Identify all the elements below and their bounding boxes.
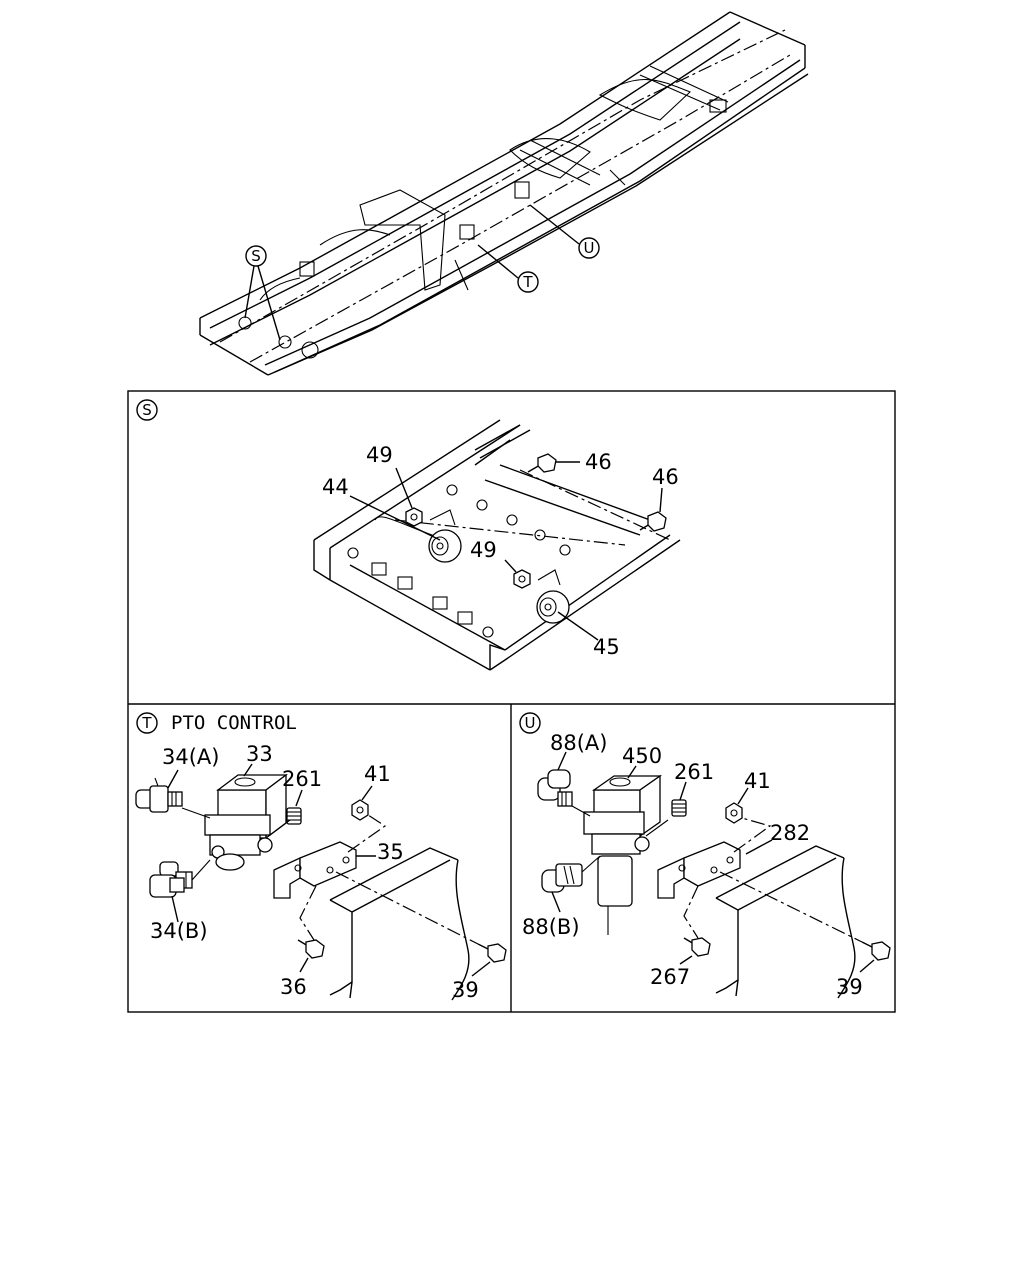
part-label-41-t: 41 [364,762,391,786]
solenoid-valve-33 [204,773,288,871]
panel-s-marker [136,399,158,421]
part-label-261-u: 261 [674,760,714,784]
straight-fitting-88b [541,855,601,893]
callout-t-overview: T [477,244,539,293]
part-label-49-lower: 49 [470,538,497,562]
nut-41-u [725,802,743,824]
panel-t-letter: T [141,714,152,732]
frame-rail-s [313,419,681,671]
part-label-49-upper: 49 [366,443,393,467]
callout-u-overview: U [529,204,600,259]
part-label-33: 33 [246,742,273,766]
panel-s: S [136,399,681,671]
part-label-88a: 88(A) [550,731,607,755]
panel-u-letter: U [525,714,536,732]
bracket-282 [657,841,741,899]
nut-49-upper [405,507,423,527]
part-label-39-t: 39 [452,978,479,1002]
frame-member-t [329,847,470,1001]
reflector-45 [536,569,570,624]
part-label-41-u: 41 [744,769,771,793]
reflector-44 [428,509,462,563]
part-label-44: 44 [322,475,349,499]
panel-u: U [519,712,891,999]
part-label-36: 36 [280,975,307,999]
tee-fitting-34b [149,861,193,898]
elbow-fitting-34a [135,777,183,813]
bolt-46-upper [527,453,557,473]
bolt-267 [683,937,711,957]
part-label-46-upper: 46 [585,450,612,474]
panel-u-marker [519,712,541,734]
panel-t-title: PTO CONTROL [171,712,297,734]
nut-41-t [351,799,369,821]
part-label-261-t: 261 [282,767,322,791]
chassis-frame-overview [199,11,809,376]
nut-49-lower [513,569,531,589]
bracket-35 [273,841,357,899]
part-label-34a: 34(A) [162,745,219,769]
solenoid-valve-450 [583,774,663,935]
svg-text:S: S [251,247,261,265]
frame-member-u [715,845,856,999]
panel-t-marker [136,712,158,734]
part-label-34b: 34(B) [150,919,208,943]
part-label-267: 267 [650,965,690,989]
svg-text:T: T [522,273,533,291]
part-label-450: 450 [622,744,662,768]
bolt-39-t [477,943,507,963]
bolt-36 [297,939,325,959]
panel-t: T PTO CONTROL [135,712,507,1002]
part-label-88b: 88(B) [522,915,580,939]
part-label-282: 282 [770,821,810,845]
bolt-39-u [861,941,891,961]
elbow-fitting-88a [537,769,573,807]
plug-261 [286,807,302,825]
part-label-35: 35 [377,840,404,864]
svg-text:U: U [584,239,595,257]
panel-s-letter: S [142,401,152,419]
plug-261-u [671,799,687,817]
callout-s-overview: S [244,245,281,341]
part-label-39-u: 39 [836,975,863,999]
part-label-46-lower: 46 [652,465,679,489]
bolt-46-lower [639,511,667,532]
part-label-45: 45 [593,635,620,659]
